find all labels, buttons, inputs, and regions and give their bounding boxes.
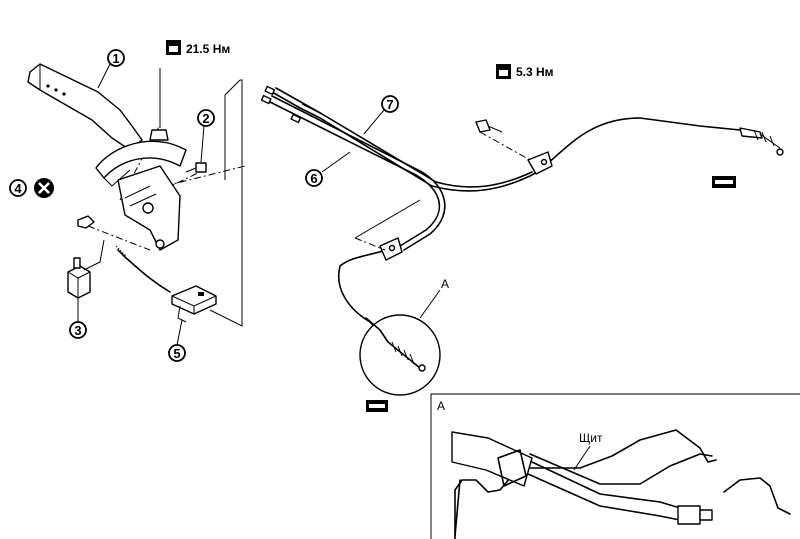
svg-text:5: 5 <box>173 346 180 361</box>
svg-text:7: 7 <box>386 97 393 112</box>
svg-text:1: 1 <box>112 51 119 66</box>
callout-3: 3 <box>69 298 87 339</box>
lever-mount-nut <box>149 68 169 141</box>
torque-wrench-icon <box>166 40 181 55</box>
cable-equalizer <box>171 285 217 323</box>
svg-text:3: 3 <box>74 323 81 338</box>
svg-text:2: 2 <box>202 111 209 126</box>
do-not-reuse-icon <box>34 178 54 198</box>
cable-bracket-lower <box>354 199 421 261</box>
callout-1: 1 <box>97 49 125 89</box>
torque-label-bracket: 5.3 Нм <box>516 65 554 79</box>
svg-text:A: A <box>437 399 445 413</box>
rear-cable-right <box>264 85 741 192</box>
callout-5: 5 <box>168 319 186 362</box>
svg-text:4: 4 <box>14 181 22 196</box>
bracket-bolt <box>475 119 503 133</box>
svg-text:Щит: Щит <box>579 431 603 445</box>
callout-4: 4 <box>9 179 27 197</box>
cable-bracket-upper <box>479 131 553 175</box>
rear-cable-left <box>260 94 446 339</box>
brake-switch <box>67 239 105 299</box>
torque-wrench-icon <box>496 64 511 79</box>
grease-point-icon <box>712 176 736 188</box>
callout-7: 7 <box>363 95 399 135</box>
callout-6: 6 <box>305 151 351 187</box>
svg-text:6: 6 <box>310 171 317 186</box>
detail-circle-a <box>359 289 441 396</box>
detail-marker-a: A <box>441 277 449 291</box>
lever-nut-4 <box>77 215 95 229</box>
grease-point-icon <box>366 400 388 412</box>
callout-2: 2 <box>197 109 215 163</box>
lever-bolt <box>185 162 207 173</box>
rear-right-cable-end <box>739 127 784 156</box>
parking-brake-lever <box>27 63 187 251</box>
front-cable <box>115 245 171 293</box>
torque-label-lever: 21.5 Нм <box>186 42 230 56</box>
detail-inset-a: A Щит <box>430 393 800 539</box>
